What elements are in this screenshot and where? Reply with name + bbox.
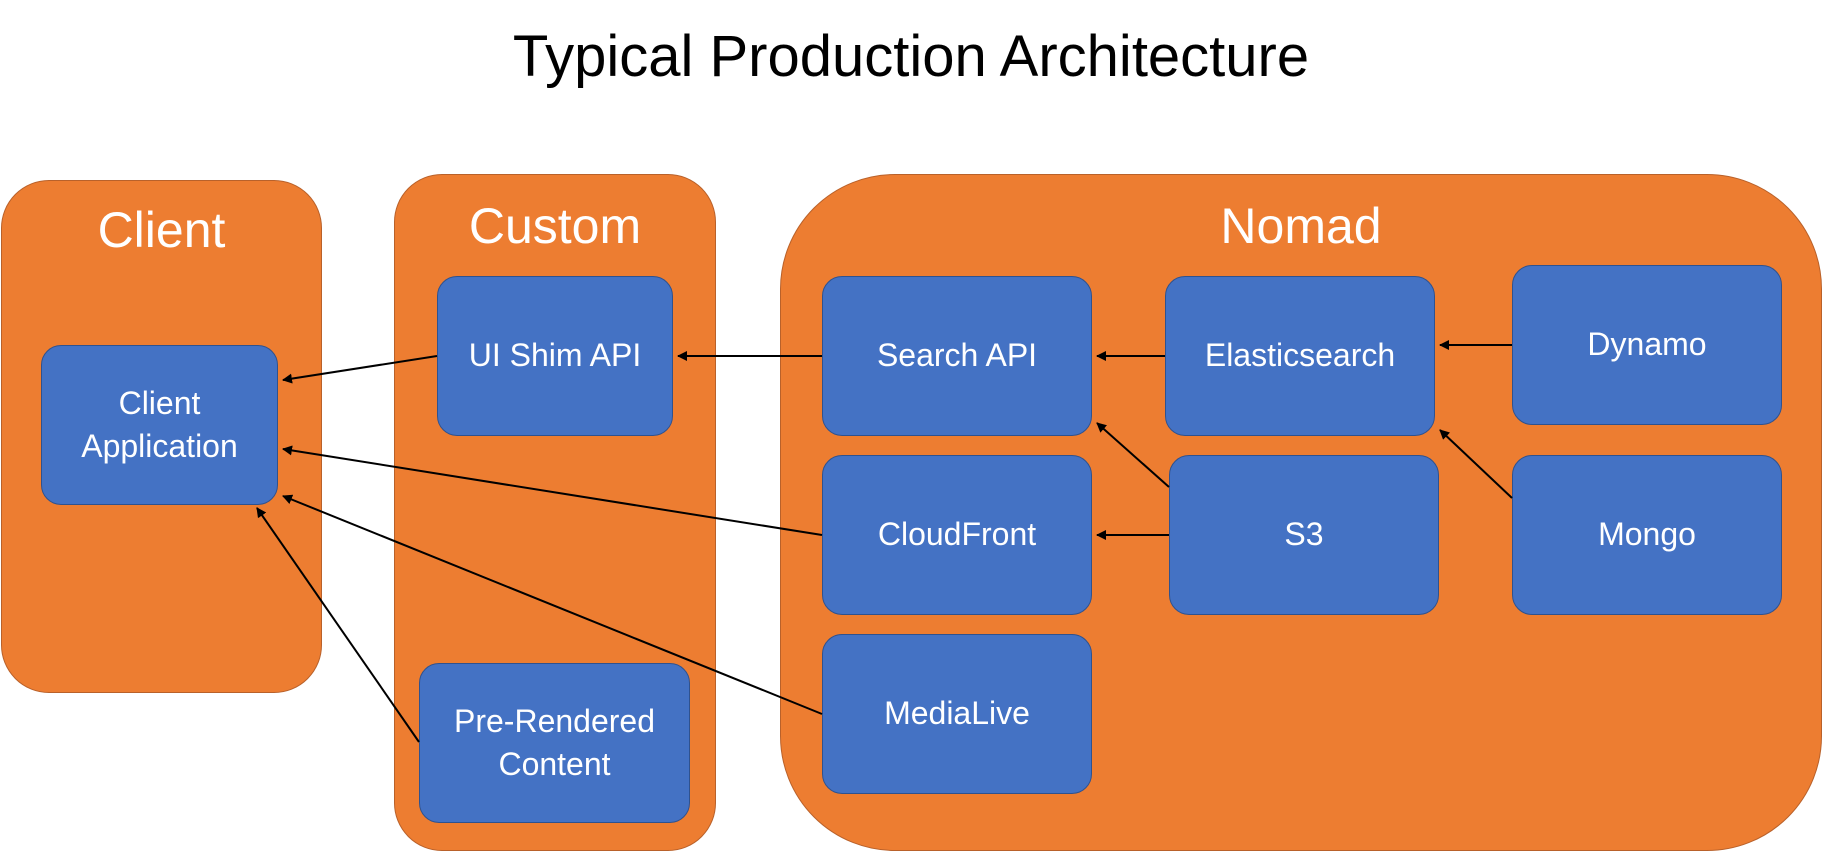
group-client-label: Client	[97, 202, 226, 258]
node-mongo[interactable]: Mongo	[1512, 455, 1782, 615]
node-ui-shim-api[interactable]: UI Shim API	[437, 276, 673, 436]
edge-uishim-to-client	[282, 355, 438, 384]
edge-s3-to-searchapi	[1096, 422, 1170, 488]
node-medialive[interactable]: MediaLive	[822, 634, 1092, 794]
node-medialive-label: MediaLive	[884, 695, 1030, 732]
node-client-application[interactable]: Client Application	[41, 345, 278, 505]
node-elasticsearch-label: Elasticsearch	[1204, 337, 1396, 374]
node-s3[interactable]: S3	[1169, 455, 1439, 615]
node-s3-label: S3	[1284, 516, 1324, 553]
edge-mongo-to-elasticsearch	[1439, 429, 1513, 499]
node-dynamo-label: Dynamo	[1587, 326, 1707, 363]
node-elasticsearch[interactable]: Elasticsearch	[1165, 276, 1435, 436]
node-dynamo[interactable]: Dynamo	[1512, 265, 1782, 425]
diagram-title: Typical Production Architecture	[512, 24, 1310, 89]
node-client-application-line2: Application	[81, 428, 238, 464]
node-client-application-line1: Client	[118, 384, 201, 421]
edge-prerendered-to-client	[256, 507, 420, 743]
group-custom-label: Custom	[468, 198, 642, 254]
edge-cloudfront-to-client	[282, 445, 823, 536]
edge-medialive-to-client	[282, 494, 823, 715]
node-pre-rendered-content-line2: Content	[498, 746, 611, 782]
node-ui-shim-api-label: UI Shim API	[468, 337, 642, 374]
group-nomad-label: Nomad	[1220, 198, 1382, 254]
node-cloudfront[interactable]: CloudFront	[822, 455, 1092, 615]
node-pre-rendered-content[interactable]: Pre-Rendered Content	[419, 663, 690, 823]
node-cloudfront-label: CloudFront	[877, 516, 1037, 553]
node-search-api[interactable]: Search API	[822, 276, 1092, 436]
node-mongo-label: Mongo	[1598, 516, 1696, 553]
node-search-api-label: Search API	[876, 337, 1038, 374]
node-pre-rendered-content-line1: Pre-Rendered	[454, 702, 655, 739]
